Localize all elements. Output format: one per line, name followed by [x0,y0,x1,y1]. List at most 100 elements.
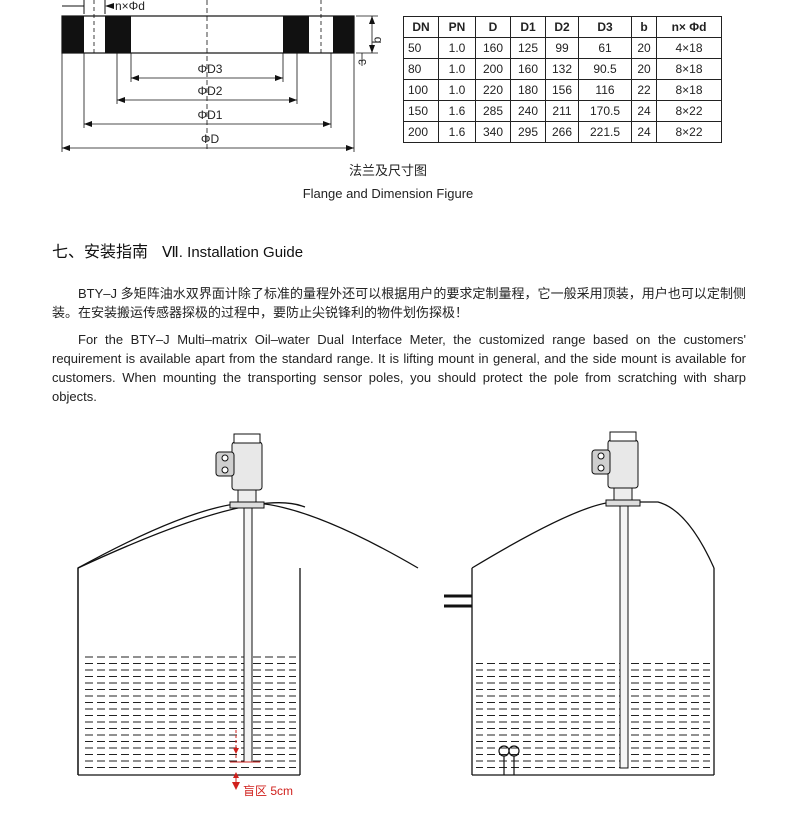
flange-section-right-inner [283,16,309,53]
table-row: 150 1.6 285 240 211 170.5 24 8×22 [403,100,722,122]
flange-section-right-outer [333,16,354,53]
table-cell: 8×18 [656,58,722,80]
thickness-label: 3 [357,59,369,65]
d1-label: ΦD1 [198,108,223,122]
col-header: D3 [578,16,632,38]
table-cell: 160 [475,37,511,59]
d-label: ΦD [201,132,220,146]
col-header: D [475,16,511,38]
housing-cap [233,433,261,444]
table-cell: 8×22 [656,100,722,122]
table-cell: 99 [545,37,579,59]
probe-rod [619,505,629,769]
table-cell: 240 [510,100,546,122]
probe-neck [237,489,257,503]
table-cell: 156 [545,79,579,101]
table-cell: 285 [475,100,511,122]
table-row: 200 1.6 340 295 266 221.5 24 8×22 [403,121,722,143]
transmitter-cable-box [215,451,235,477]
cable-gland-icon [597,452,605,460]
cable-gland-icon [221,466,229,474]
blind-zone-label: 盲区 5cm [243,783,293,798]
table-cell: 24 [631,100,657,122]
table-cell: 125 [510,37,546,59]
col-header: n× Φd [656,16,722,38]
install-figure-side-mount [444,431,715,776]
table-row: 50 1.0 160 125 99 61 20 4×18 [403,37,722,59]
table-cell: 4×18 [656,37,722,59]
table-cell: 22 [631,79,657,101]
col-header: DN [403,16,439,38]
table-cell: 1.6 [438,100,476,122]
b-label: b [370,36,384,43]
install-figure-top-mount: 盲区 5cm [77,433,419,798]
probe-rod [243,507,253,763]
hole-arrow-head [105,3,114,9]
transmitter-cable-box [591,449,611,475]
cable-gland-icon [597,464,605,472]
table-cell: 50 [403,37,439,59]
transmitter-housing [231,441,263,491]
col-header: b [631,16,657,38]
table-cell: 200 [475,58,511,80]
liquid-layers [476,658,710,772]
dimension-table: DN PN D D1 D2 D3 b n× Φd 50 1.0 160 125 … [403,16,722,143]
table-cell: 1.0 [438,37,476,59]
col-header: PN [438,16,476,38]
table-cell: 1.0 [438,79,476,101]
probe-neck [613,487,633,501]
col-header: D2 [545,16,579,38]
table-cell: 116 [578,79,632,101]
table-cell: 180 [510,79,546,101]
figure-caption-en: Flange and Dimension Figure [302,186,474,201]
table-cell: 132 [545,58,579,80]
liquid-layers [82,654,296,772]
cable-gland-icon [221,454,229,462]
table-row: 80 1.0 200 160 132 90.5 20 8×18 [403,58,722,80]
table-cell: 100 [403,79,439,101]
table-cell: 61 [578,37,632,59]
paragraph-en-text: For the BTY–J Multi–matrix Oil–water Dua… [52,332,746,404]
table-cell: 90.5 [578,58,632,80]
table-cell: 1.0 [438,58,476,80]
section-heading: 七、安装指南 Ⅶ. Installation Guide [52,238,303,262]
paragraph-en: For the BTY–J Multi–matrix Oil–water Dua… [52,330,746,406]
table-cell: 220 [475,79,511,101]
d2-label: ΦD2 [198,84,223,98]
paragraph-cn: BTY–J 多矩阵油水双界面计除了标准的量程外还可以根据用户的要求定制量程，它一… [52,284,746,322]
table-cell: 150 [403,100,439,122]
table-cell: 211 [545,100,579,122]
figure-caption-cn: 法兰及尺寸图 [348,163,427,178]
table-cell: 24 [631,121,657,143]
table-cell: 8×22 [656,121,722,143]
table-cell: 295 [510,121,546,143]
col-header: D1 [510,16,546,38]
table-cell: 1.6 [438,121,476,143]
mount-flange [605,499,641,507]
paragraph-cn-text: BTY–J 多矩阵油水双界面计除了标准的量程外还可以根据用户的要求定制量程，它一… [52,286,746,320]
transmitter-housing [607,439,639,489]
table-cell: 170.5 [578,100,632,122]
table-header-row: DN PN D D1 D2 D3 b n× Φd [403,16,722,38]
table-cell: 20 [631,37,657,59]
housing-cap [609,431,637,442]
flange-diagram: n×Φd b 3 ΦD3 ΦD2 ΦD1 ΦD [61,0,384,152]
tank-roof [471,501,715,569]
table-cell: 20 [631,58,657,80]
flange-section-left-inner [105,16,131,53]
table-cell: 80 [403,58,439,80]
table-cell: 160 [510,58,546,80]
d3-label: ΦD3 [198,62,223,76]
table-cell: 340 [475,121,511,143]
table-cell: 200 [403,121,439,143]
table-cell: 8×18 [656,79,722,101]
flange-section-left-outer [62,16,84,53]
table-cell: 221.5 [578,121,632,143]
holes-label: n×Φd [115,0,145,13]
mount-flange [229,501,265,509]
table-cell: 266 [545,121,579,143]
table-row: 100 1.0 220 180 156 116 22 8×18 [403,79,722,101]
section-title-en: Ⅶ. Installation Guide [162,244,304,261]
section-title-cn: 七、安装指南 [52,244,149,261]
tank-roof-left [77,502,306,775]
